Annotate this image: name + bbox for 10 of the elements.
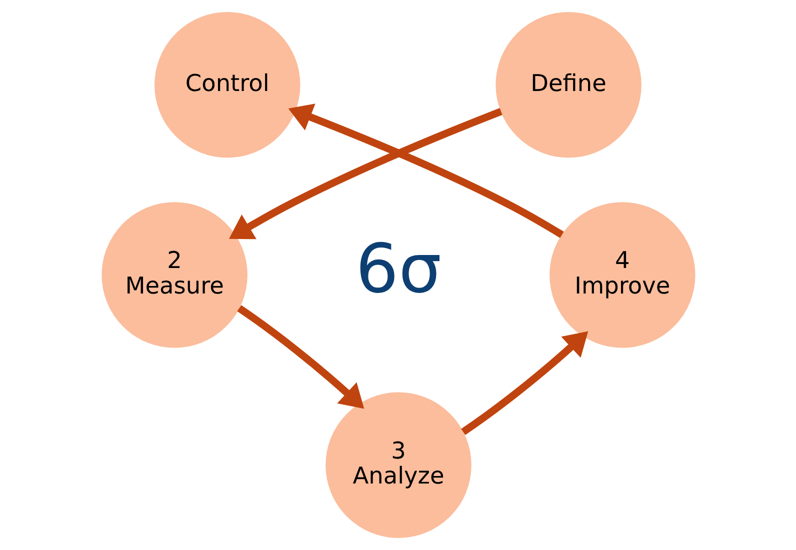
arrow bbox=[236, 305, 364, 409]
arrow bbox=[288, 104, 564, 238]
node-circle: Control bbox=[154, 12, 300, 158]
node-circle: 2 Measure bbox=[101, 202, 247, 348]
arrow bbox=[228, 108, 502, 240]
node-circle: 3 Analyze bbox=[325, 392, 471, 538]
node-circle: 4 Improve bbox=[549, 202, 695, 348]
node-circle: Define bbox=[495, 12, 641, 158]
label: 6σ bbox=[355, 229, 441, 308]
arrow bbox=[460, 331, 588, 435]
